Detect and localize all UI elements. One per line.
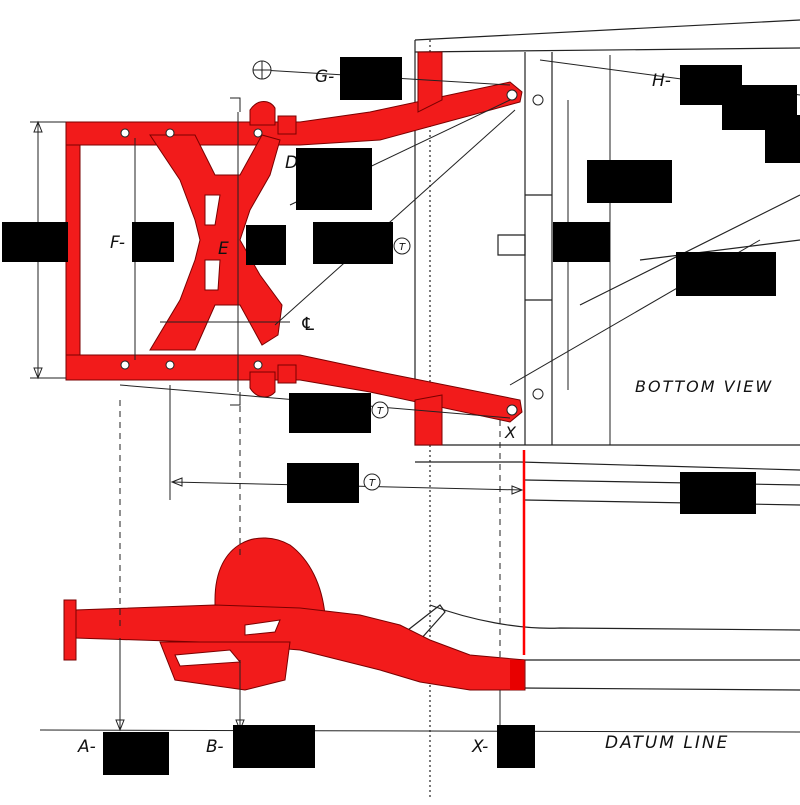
redacted-x-value xyxy=(497,725,535,768)
svg-text:T: T xyxy=(399,242,406,253)
redacted-overall-width xyxy=(2,222,68,262)
label-x-point: X xyxy=(504,423,517,442)
label-b: B- xyxy=(206,737,224,757)
rear-body-mount xyxy=(249,371,276,398)
svg-text:T: T xyxy=(377,406,384,417)
side-rail xyxy=(74,604,526,691)
label-x-datum: X- xyxy=(471,737,488,757)
lower-frame-rail xyxy=(65,354,523,423)
datum-line xyxy=(39,729,800,733)
redacted-inner-width xyxy=(553,222,610,262)
centerline-symbol: ℄ xyxy=(300,314,316,335)
lower-bracket xyxy=(277,364,297,384)
label-f: F- xyxy=(110,233,125,253)
labels: G- H- D- E F- ℄ X BOTTOM VIEW DATUM LINE… xyxy=(77,67,773,757)
redacted-diagonal-value xyxy=(313,222,393,264)
redacted-d-value xyxy=(296,148,372,210)
front-crossmember xyxy=(65,121,81,379)
frame-bottom-view xyxy=(65,51,523,446)
front-body-mount xyxy=(249,101,276,126)
svg-text:T: T xyxy=(369,478,376,489)
redacted-b-value xyxy=(233,725,315,768)
redacted-diagonal-2 xyxy=(676,252,776,296)
label-h: H- xyxy=(652,71,671,91)
lower-rear-stub xyxy=(414,394,443,446)
upper-rear-stub xyxy=(417,51,443,113)
upper-bracket xyxy=(277,115,297,135)
label-e: E xyxy=(218,239,229,259)
redacted-length-value xyxy=(287,463,359,503)
circled-t-icon: T xyxy=(393,237,411,255)
label-a: A- xyxy=(77,737,96,757)
redacted-right-value xyxy=(680,472,756,514)
redacted-h-value-3 xyxy=(765,115,800,163)
datum-dimensions xyxy=(39,395,800,733)
upper-frame-rail xyxy=(65,81,523,146)
front-flange xyxy=(63,599,77,661)
bottom-view-caption: BOTTOM VIEW xyxy=(635,377,773,396)
datum-line-caption: DATUM LINE xyxy=(605,733,729,753)
label-g: G- xyxy=(315,67,334,87)
redacted-e-value xyxy=(246,225,286,265)
spring-hanger xyxy=(214,537,326,616)
redactions xyxy=(2,57,800,775)
redacted-f-value xyxy=(132,222,174,262)
body-outline xyxy=(414,19,800,800)
x-crossmember xyxy=(149,134,283,351)
torque-markers: T T T xyxy=(363,237,411,491)
redacted-vertical-value xyxy=(587,160,672,203)
circled-t-icon: T xyxy=(363,473,381,491)
circled-t-icon: T xyxy=(371,401,389,419)
redacted-lower-diagonal xyxy=(289,393,371,433)
redacted-g-value xyxy=(340,57,402,100)
redacted-a-value xyxy=(103,732,169,775)
